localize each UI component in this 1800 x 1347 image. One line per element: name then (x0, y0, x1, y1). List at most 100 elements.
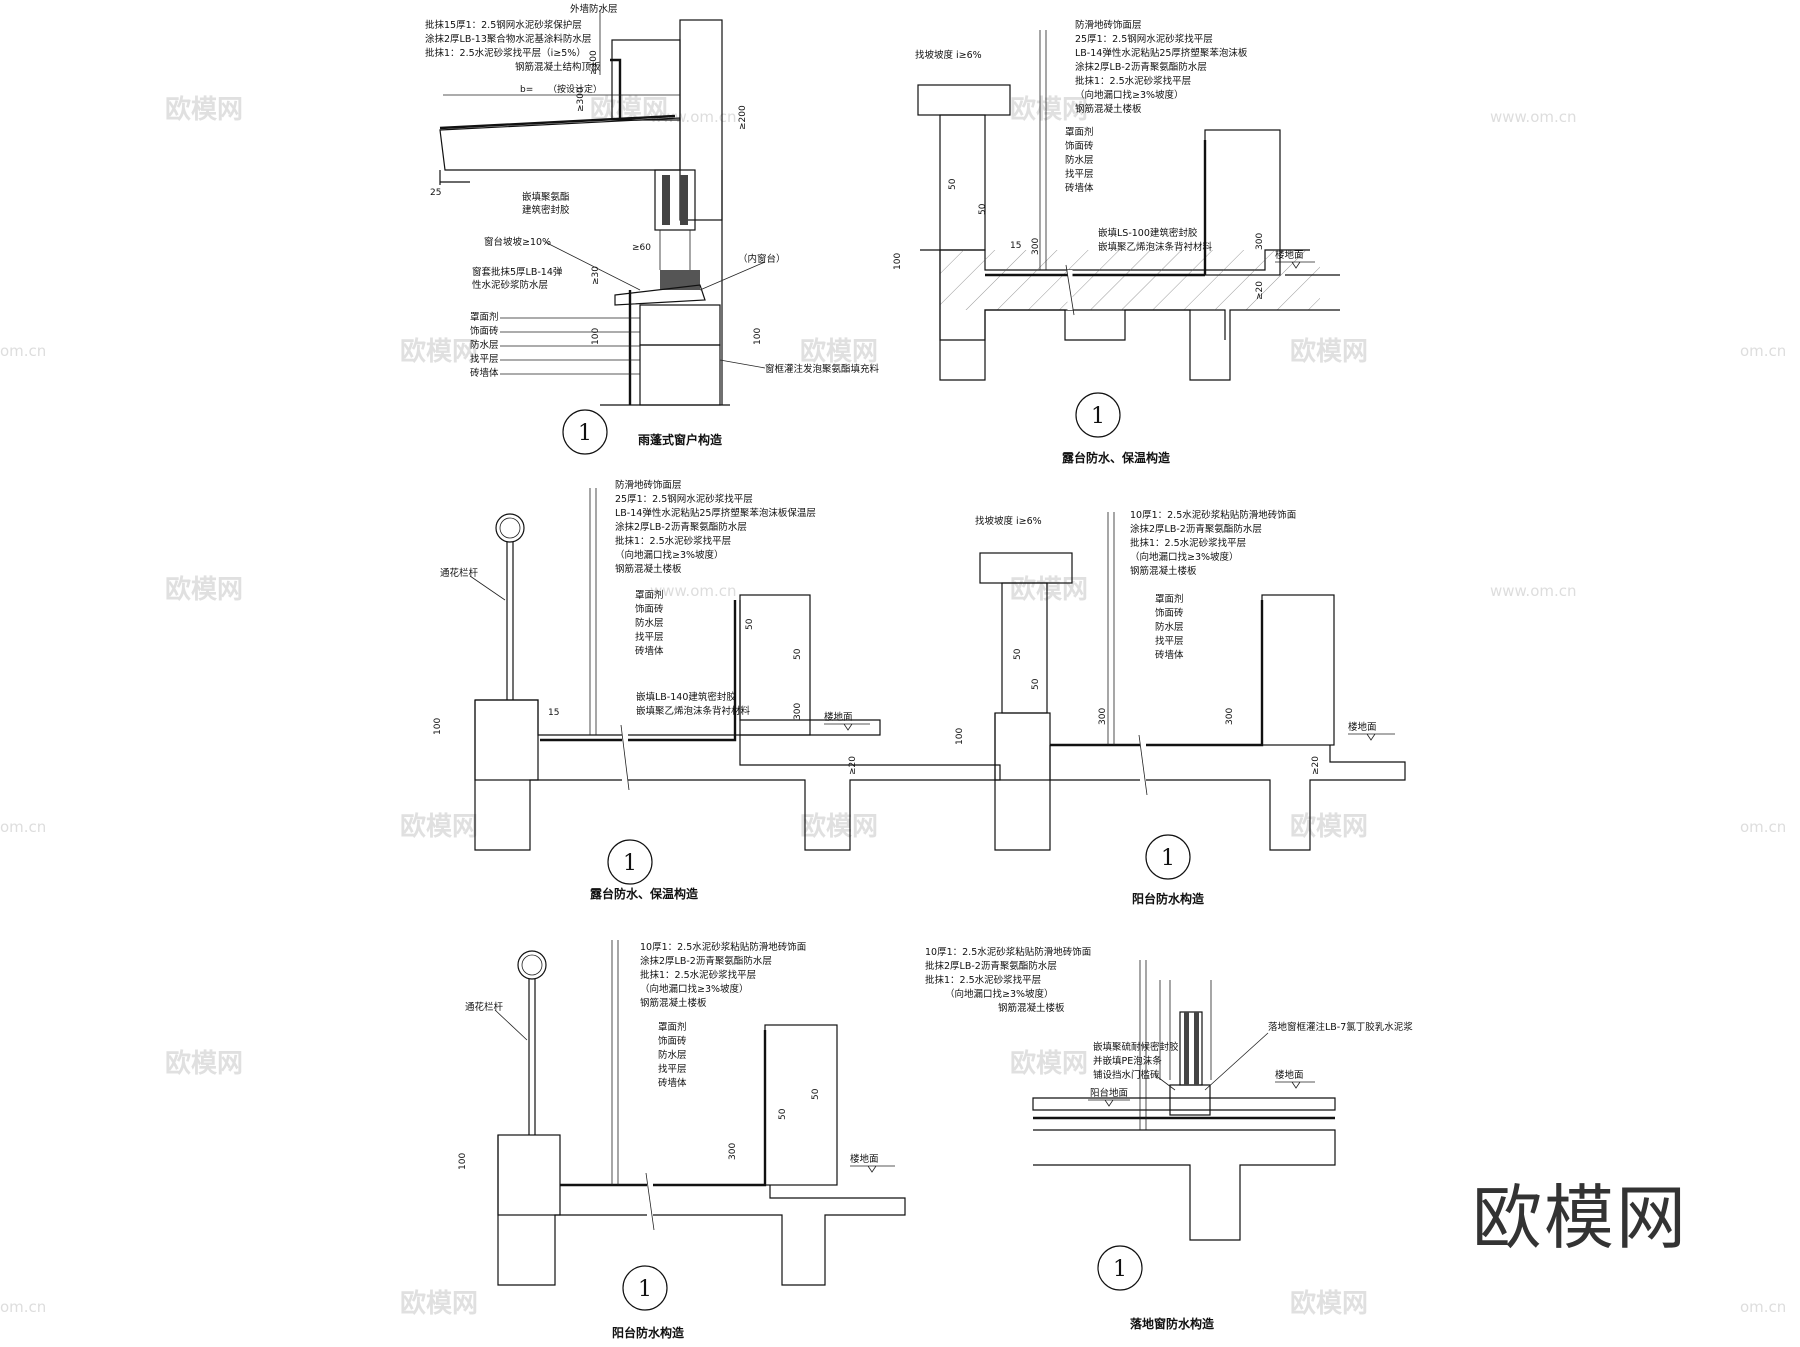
watermark-url: om.cn (0, 342, 46, 360)
svg-text:100: 100 (955, 728, 965, 745)
brand-logo: 欧模网 (1472, 1177, 1688, 1259)
watermark-url: om.cn (0, 1298, 46, 1316)
window-frame (1179, 1011, 1203, 1086)
svg-text:砖墙体: 砖墙体 (1155, 649, 1184, 661)
label: 饰面砖 (470, 325, 499, 337)
watermark-url: www.om.cn (650, 582, 737, 600)
detail-number-circle (1097, 1245, 1143, 1291)
svg-text:罩面剂: 罩面剂 (1155, 593, 1184, 605)
balcony-floor-label: 阳台地面 (1090, 1087, 1128, 1099)
detail-caption: 落地窗防水构造 (1130, 1316, 1215, 1331)
dim: 100 (753, 328, 763, 345)
watermark: 欧模网 (800, 811, 878, 842)
svg-text:批抹1：2.5水泥砂浆找平层: 批抹1：2.5水泥砂浆找平层 (1130, 537, 1246, 549)
labels-top: 防滑地砖饰面层 25厚1：2.5钢网水泥砂浆找平层 LB-14弹性水泥粘贴25厚… (1075, 19, 1248, 115)
label: 找平层 (470, 353, 499, 365)
svg-text:批抹2厚LB-2沥青聚氨酯防水层: 批抹2厚LB-2沥青聚氨酯防水层 (925, 960, 1057, 972)
detail-number-circle (1145, 834, 1191, 880)
svg-text:50: 50 (793, 648, 803, 660)
svg-text:铺设挡水门槛砖: 铺设挡水门槛砖 (1093, 1069, 1160, 1081)
svg-text:钢筋混凝土楼板: 钢筋混凝土楼板 (1130, 565, 1197, 577)
svg-text:饰面砖: 饰面砖 (658, 1035, 687, 1047)
watermark-url: www.om.cn (1490, 108, 1577, 126)
svg-text:嵌填LB-140建筑密封胶: 嵌填LB-140建筑密封胶 (636, 691, 736, 703)
detail-caption: 阳台防水构造 (1132, 891, 1205, 906)
svg-text:饰面砖: 饰面砖 (635, 603, 664, 615)
detail-number: 1 (1091, 404, 1105, 429)
svg-text:50: 50 (745, 618, 755, 630)
detail-canopy-window: b= （按设计定） ≥100 ≥300 ≥200 25 ≥60 ≥30 100 … (425, 3, 880, 455)
detail-caption: 雨蓬式窗户构造 (638, 432, 723, 447)
detail-terrace-2: 防滑地砖饰面层 25厚1：2.5钢网水泥砂浆找平层 LB-14弹性水泥粘贴25厚… (433, 479, 1001, 901)
label: 批抹1：2.5水泥砂浆找平层 (1075, 75, 1191, 87)
svg-text:50: 50 (948, 178, 958, 190)
dim-b: b= (520, 85, 533, 95)
detail-caption: 露台防水、保温构造 (590, 886, 699, 901)
railing-label: 通花栏杆 (465, 1001, 504, 1013)
svg-text:LB-14弹性水泥粘贴25厚挤塑聚苯泡沫板保温层: LB-14弹性水泥粘贴25厚挤塑聚苯泡沫板保温层 (615, 507, 816, 519)
svg-text:50: 50 (1031, 678, 1041, 690)
svg-text:防水层: 防水层 (658, 1049, 687, 1061)
slab-section (920, 249, 1340, 381)
watermark-url: om.cn (1740, 818, 1786, 836)
detail-balcony-1: 找坡坡度 i≥6% 10厚1：2.5水泥砂浆粘贴防滑地砖饰面 涂抹2厚LB-2沥… (955, 509, 1406, 906)
svg-text:100: 100 (893, 253, 903, 270)
svg-text:≥20: ≥20 (1311, 756, 1321, 775)
svg-text:找平层: 找平层 (1155, 635, 1184, 647)
svg-text:100: 100 (433, 718, 443, 735)
upstand (610, 58, 622, 118)
svg-text:防水层: 防水层 (1155, 621, 1184, 633)
watermark: 欧模网 (165, 1048, 243, 1079)
watermark: 欧模网 (800, 336, 878, 367)
detail-number: 1 (578, 421, 592, 446)
label: 窗套批抹5厚LB-14弹 (472, 266, 563, 278)
svg-text:涂抹2厚LB-2沥青聚氨酯防水层: 涂抹2厚LB-2沥青聚氨酯防水层 (640, 955, 772, 967)
svg-text:饰面砖: 饰面砖 (1155, 607, 1184, 619)
detail-caption: 阳台防水构造 (612, 1325, 685, 1340)
slab-section (1033, 1129, 1336, 1241)
watermark: 欧模网 (1290, 811, 1368, 842)
dim: ≥60 (632, 243, 651, 253)
svg-text:批抹1：2.5水泥砂浆找平层: 批抹1：2.5水泥砂浆找平层 (615, 535, 731, 547)
svg-text:10厚1：2.5水泥砂浆粘贴防滑地砖饰面: 10厚1：2.5水泥砂浆粘贴防滑地砖饰面 (925, 946, 1091, 958)
svg-text:300: 300 (728, 1143, 738, 1160)
dim: ≥300 (576, 87, 586, 112)
svg-text:100: 100 (458, 1153, 468, 1170)
label: 防水层 (470, 339, 499, 351)
label: 砖墙体 (470, 367, 499, 379)
label: LB-14弹性水泥粘贴25厚挤塑聚苯泡沫板 (1075, 47, 1248, 59)
watermark: 欧模网 (165, 574, 243, 605)
detail-balcony-2: 10厚1：2.5水泥砂浆粘贴防滑地砖饰面 涂抹2厚LB-2沥青聚氨酯防水层 批抹… (458, 940, 906, 1340)
floor-label: 楼地面 (850, 1153, 879, 1165)
slab-section (994, 713, 1406, 851)
watermark-url: www.om.cn (650, 108, 737, 126)
frame-bottom (660, 270, 700, 290)
svg-text:批抹1：2.5水泥砂浆找平层: 批抹1：2.5水泥砂浆找平层 (925, 974, 1041, 986)
labels-right: 罩面剂 饰面砖 防水层 找平层 砖墙体 (1065, 126, 1094, 194)
watermark: 欧模网 (400, 1288, 478, 1319)
svg-text:≥20: ≥20 (1255, 281, 1265, 300)
label: 建筑密封胶 (522, 204, 570, 216)
svg-text:300: 300 (1098, 708, 1108, 725)
labels-right: 罩面剂 饰面砖 防水层 找平层 砖墙体 (635, 589, 664, 657)
detail-number: 1 (1161, 846, 1175, 871)
label: 罩面剂 (1065, 126, 1094, 138)
svg-text:50: 50 (978, 203, 988, 215)
label: 批抹1：2.5水泥砂浆找平层（i≥5%） (425, 47, 586, 59)
svg-text:10厚1：2.5水泥砂浆粘贴防滑地砖饰面: 10厚1：2.5水泥砂浆粘贴防滑地砖饰面 (1130, 509, 1296, 521)
svg-text:（向地漏口找≥3%坡度）: （向地漏口找≥3%坡度） (615, 549, 724, 561)
slope-label: 找坡坡度 i≥6% (975, 515, 1042, 527)
svg-text:≥20: ≥20 (848, 756, 858, 775)
svg-text:防滑地砖饰面层: 防滑地砖饰面层 (615, 479, 682, 491)
labels-top: 防滑地砖饰面层 25厚1：2.5钢网水泥砂浆找平层 LB-14弹性水泥粘贴25厚… (615, 479, 816, 575)
labels-top: 10厚1：2.5水泥砂浆粘贴防滑地砖饰面 涂抹2厚LB-2沥青聚氨酯防水层 批抹… (1130, 509, 1296, 577)
labels-top: 10厚1：2.5水泥砂浆粘贴防滑地砖饰面 涂抹2厚LB-2沥青聚氨酯防水层 批抹… (640, 941, 806, 1009)
detail-french-window: 10厚1：2.5水泥砂浆粘贴防滑地砖饰面 批抹2厚LB-2沥青聚氨酯防水层 批抹… (925, 946, 1413, 1331)
watermark: 欧模网 (1290, 1288, 1368, 1319)
floor-label: 楼地面 (1275, 249, 1304, 261)
label: （内窗台） (738, 253, 786, 265)
label: 批抹15厚1：2.5钢网水泥砂浆保护层 (425, 19, 582, 31)
floor-label: 楼地面 (1275, 1069, 1304, 1081)
parapet-cap (917, 84, 1011, 116)
